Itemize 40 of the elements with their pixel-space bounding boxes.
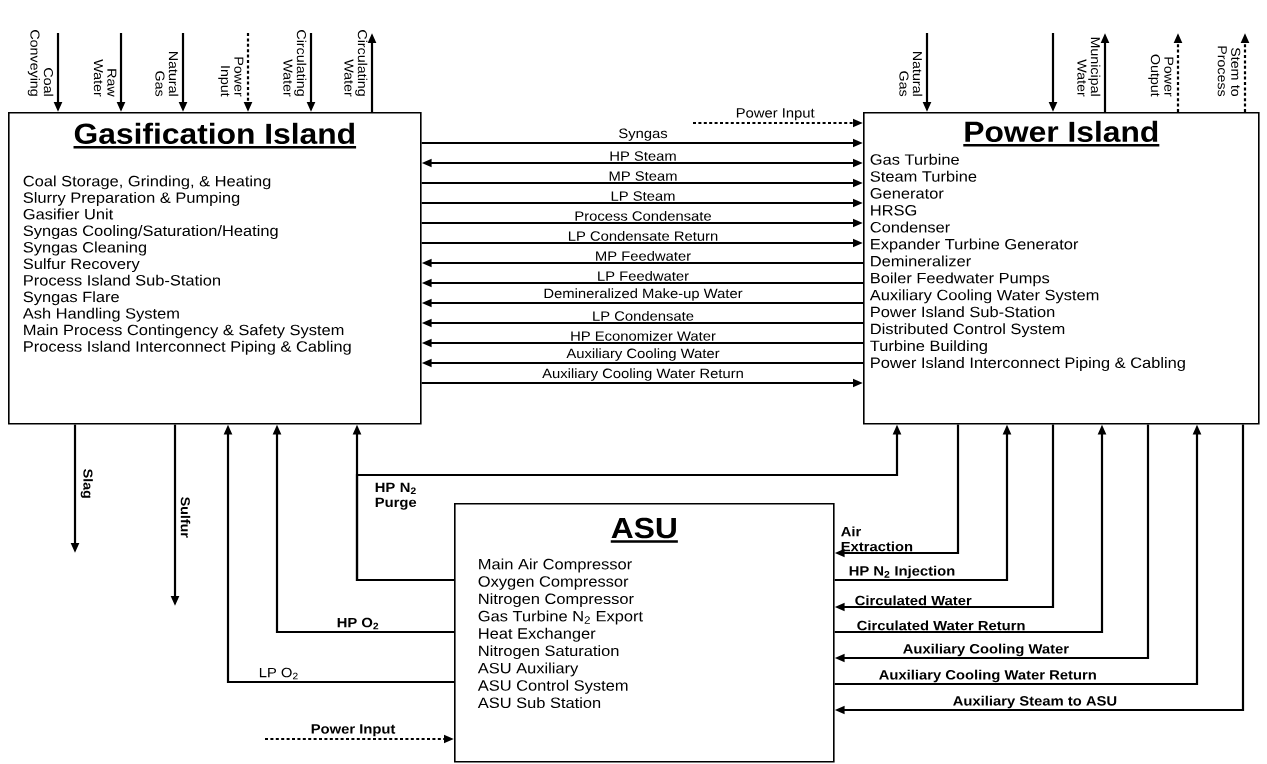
edge-label: HP Economizer Water — [569, 330, 717, 342]
process-box: ASU Main Air Compressor Oxygen Compressor Nitrogen Compressor Gas Turbine N$_{2}$ Export Heat Exchanger Nitrogen Saturation ASU Auxiliary ASU Control System ASU Sub Station — [454, 503, 835, 763]
edge-label: LP Condensate — [591, 310, 695, 322]
edge-label: HP N$_{2}$ Injection — [849, 565, 955, 579]
edge-label: Stem to Process — [1217, 46, 1241, 97]
edge-label: Natural Gas — [899, 51, 923, 97]
edge-label: HP O$_{2}$ — [337, 617, 379, 630]
edge-label: LP Feedwater — [596, 270, 690, 282]
edge-label: Air Extraction — [841, 526, 913, 552]
edge-label: MP Steam — [607, 170, 679, 182]
edge-label: Process Condensate — [573, 210, 713, 222]
edge-label: Auxiliary Cooling Water — [565, 347, 721, 362]
edge-label: Municipal Water — [1077, 37, 1101, 97]
edge-label: MP Feedwater — [594, 250, 692, 262]
edge-label: LP O$_{2}$ — [259, 667, 298, 680]
edge-label: Power Input — [736, 108, 815, 121]
edge-label: Auxiliary Cooling Water — [903, 643, 1069, 657]
edge-label: Circulated Water Return — [857, 620, 1025, 631]
edge-label: LP Condensate Return — [566, 230, 720, 242]
edge-label: Power Input — [218, 57, 244, 97]
edge-label: Coal Conveying — [27, 30, 54, 96]
edge-label: Sulfur — [180, 497, 191, 538]
edge-label: Syngas — [617, 127, 669, 142]
edge-label: Demineralized Make-up Water — [542, 287, 744, 302]
edge-label: Circulating Water — [344, 30, 368, 97]
edge-label: Raw Water — [93, 59, 117, 97]
process-box: Power Island Gas Turbine Steam Turbine Generator HRSG Condenser Expander Turbine Generator Demineralizer Boiler Feedwater Pumps Auxiliary Cooling Water System Power Island Sub-Station Distributed Control System Turbine Building Power Island Interconnect Piping & Cabling — [863, 112, 1260, 425]
edge-label: HP N$_{2}$ Purge — [375, 482, 417, 510]
edge-label: Circulating Water — [283, 30, 307, 97]
process-box: Gasification Island Coal Storage, Grinding, & Heating Slurry Preparation & Pumping Gasifier Unit Syngas Cooling/Saturation/Heating Syngas Cleaning Sulfur Recovery Process Island Sub-Station Syngas Flare Ash Handling System Main Process Contingency & Safety System Process Island Interconnect Piping & Cabling — [8, 112, 422, 425]
edge-label: HP Steam — [608, 150, 678, 162]
edge-label: Auxiliary Cooling Water Return — [541, 367, 745, 382]
edge-label: Power Output — [1148, 54, 1174, 97]
edge-label: Power Input — [311, 724, 396, 737]
edge-label: Natural Gas — [155, 51, 179, 97]
edge-label: Slag — [80, 469, 93, 498]
edge-label: Auxiliary Cooling Water Return — [879, 669, 1096, 683]
edge-label: Circulated Water — [855, 595, 972, 606]
edge-label: LP Steam — [609, 190, 677, 202]
edge-label: Auxiliary Steam to ASU — [953, 695, 1117, 709]
